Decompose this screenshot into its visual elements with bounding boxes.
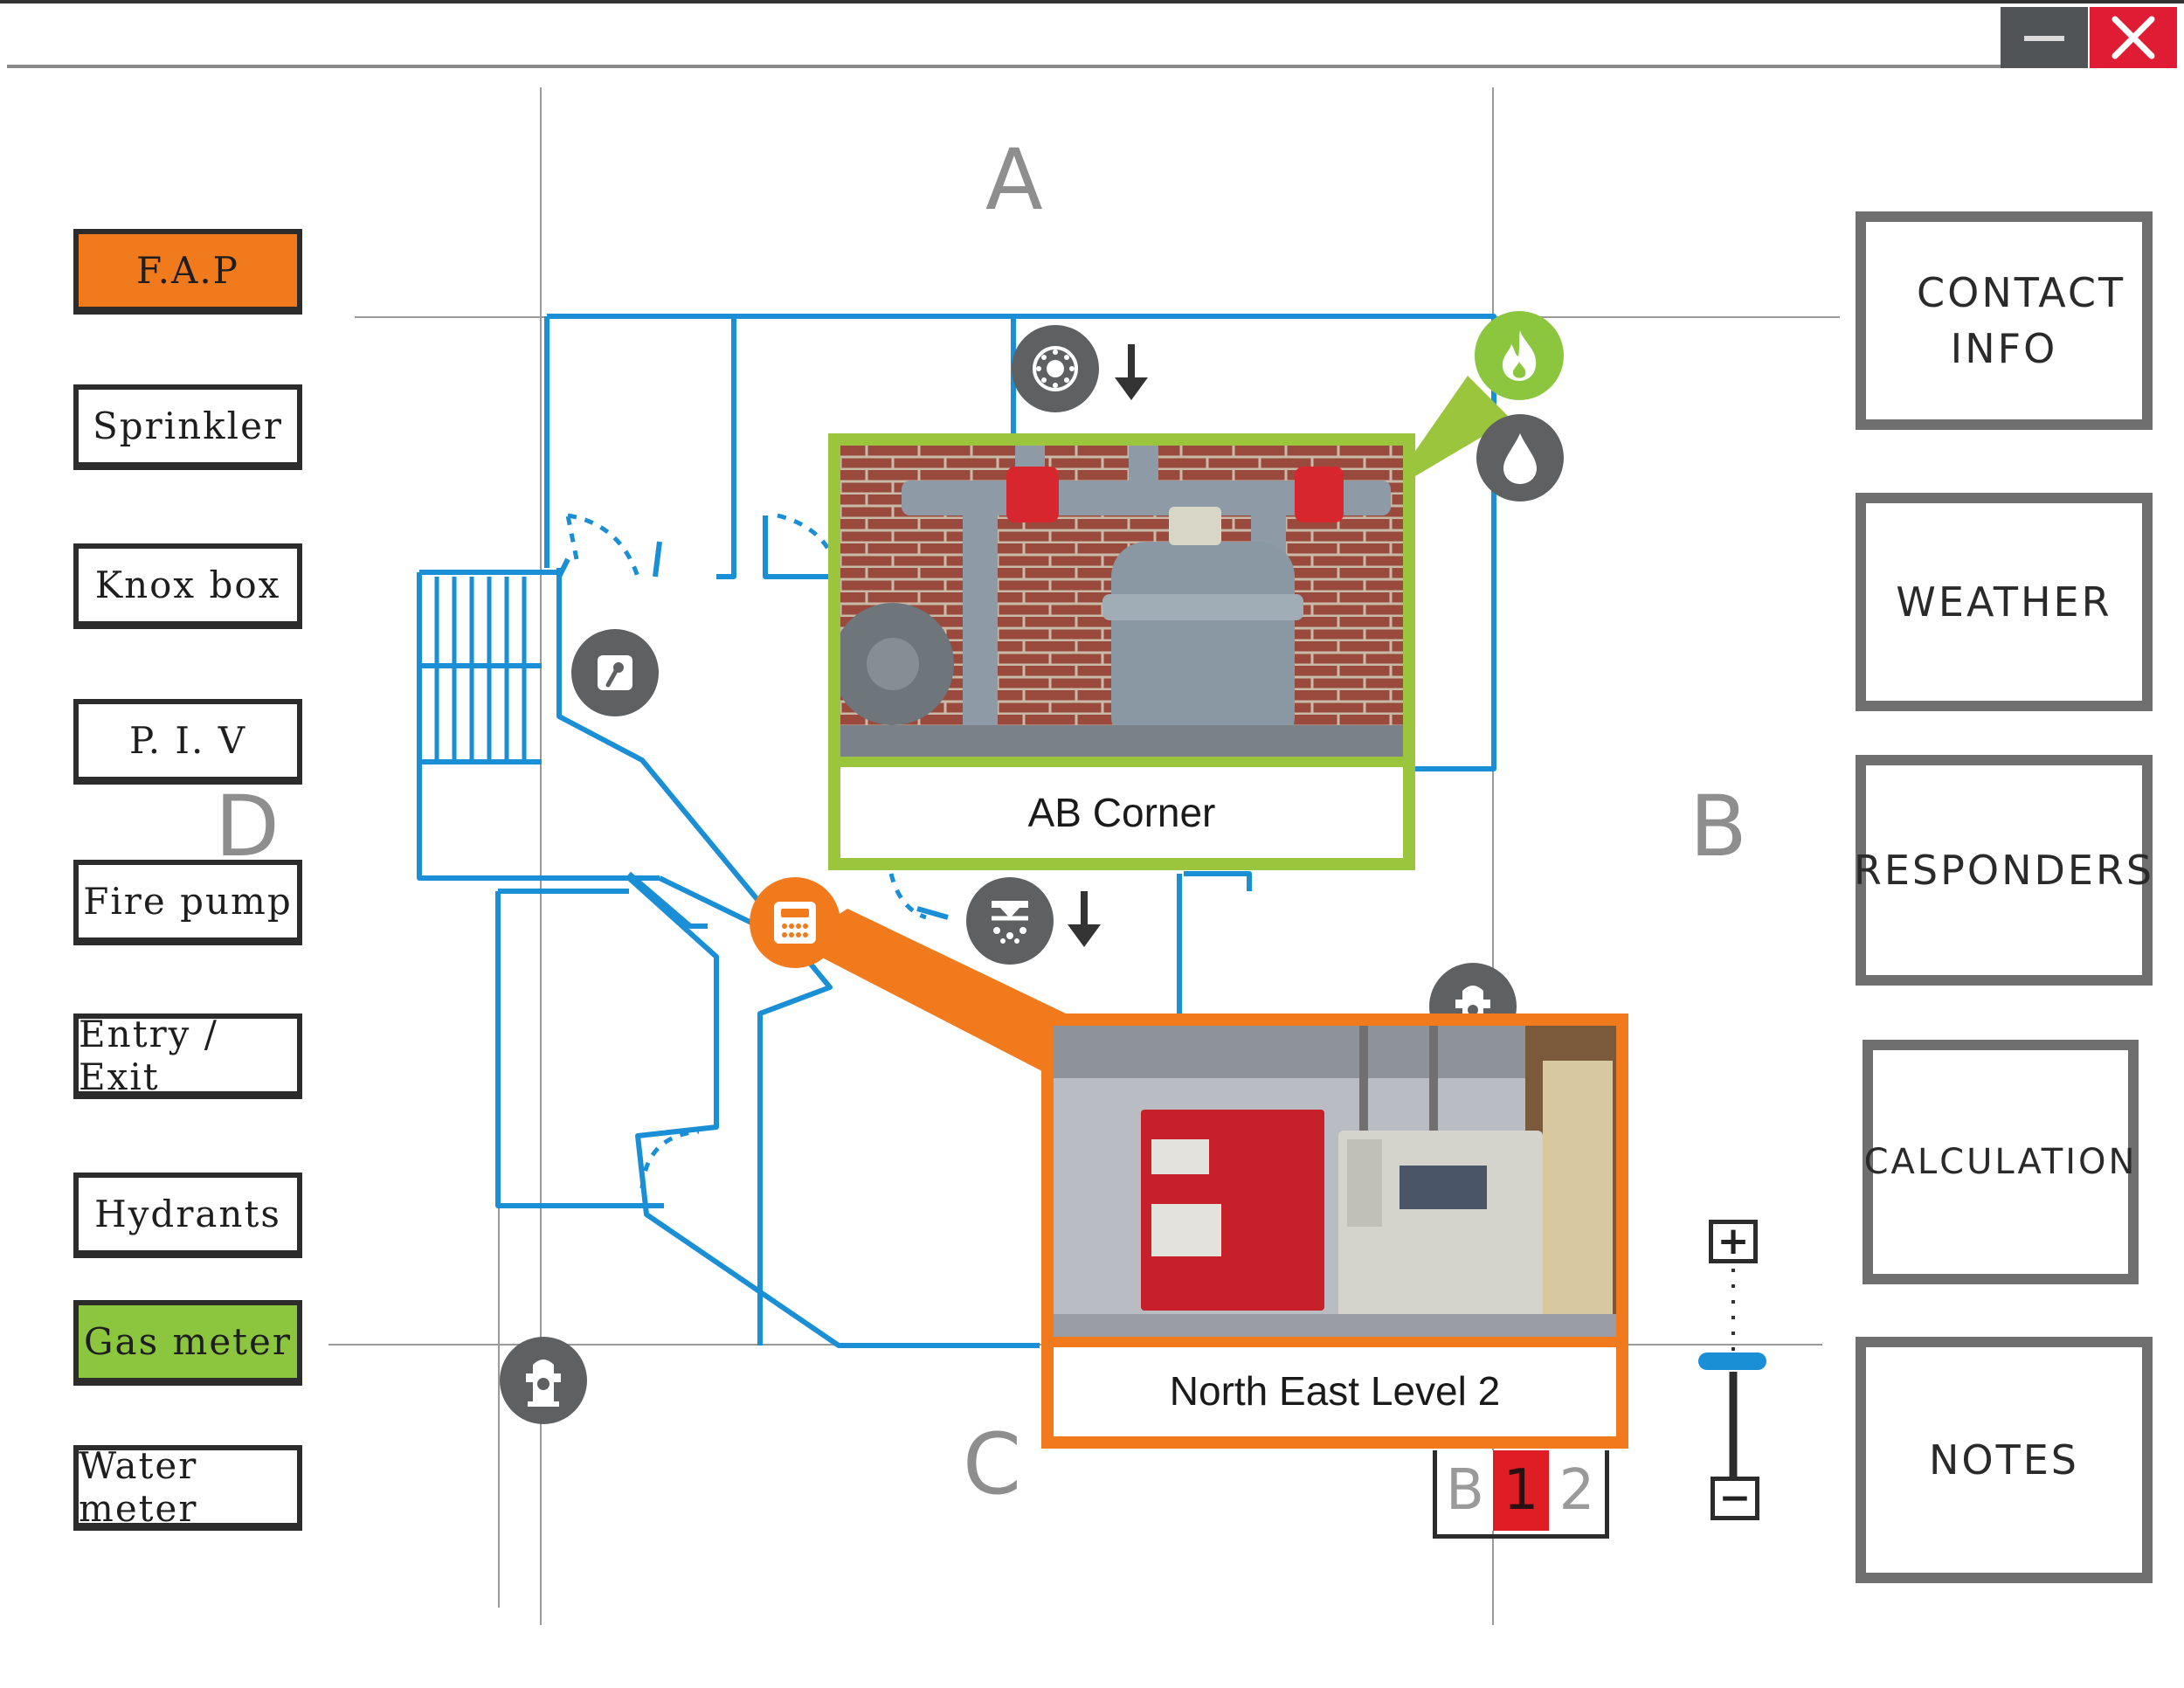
level-basement[interactable]: B — [1437, 1450, 1493, 1531]
side-label-c: C — [963, 1415, 1022, 1513]
fire-pump-button[interactable]: Fire pump — [73, 860, 302, 945]
title-bar-divider — [7, 65, 2069, 68]
gas-meter-photo — [840, 446, 1403, 767]
calculation-button[interactable]: CALCULATION — [1863, 1040, 2139, 1284]
fire-alarm-panel-popup: North East Level 2 — [1041, 1013, 1628, 1449]
sprinkler-spray-marker[interactable] — [966, 877, 1054, 965]
sprinkler-spray-icon — [992, 901, 1028, 944]
notes-label: NOTES — [1929, 1435, 2079, 1484]
entry-exit-button[interactable]: Entry / Exit — [73, 1013, 302, 1099]
gas-meter-button[interactable]: Gas meter — [73, 1300, 302, 1386]
side-label-a: A — [985, 131, 1043, 229]
calculation-label: CALCULATION — [1863, 1142, 2138, 1182]
gas-meter-popup: AB Corner — [828, 433, 1415, 870]
gas-meter-marker[interactable] — [1475, 311, 1564, 400]
close-button[interactable] — [2090, 7, 2177, 68]
minimize-button[interactable] — [2001, 7, 2088, 68]
water-drop-icon — [1503, 433, 1537, 484]
hydrant-icon-2 — [526, 1359, 561, 1407]
grid-line-east — [1492, 87, 1494, 1625]
weather-label: WEATHER — [1896, 578, 2112, 626]
fap-button[interactable]: F.A.P — [73, 229, 302, 315]
side-label-b: B — [1690, 778, 1747, 875]
hydrants-button[interactable]: Hydrants — [73, 1173, 302, 1258]
flame-icon — [1502, 330, 1537, 381]
water-meter-button[interactable]: Water meter — [73, 1444, 302, 1531]
weather-button[interactable]: WEATHER — [1856, 493, 2153, 711]
level-selector: B 1 2 — [1433, 1450, 1609, 1539]
water-drop-marker[interactable] — [1476, 414, 1564, 502]
knox-box-button[interactable]: Knox box — [73, 543, 302, 629]
notes-button[interactable]: NOTES — [1856, 1337, 2153, 1583]
gas-meter-caption: AB Corner — [1027, 790, 1216, 835]
side-label-d: D — [215, 778, 280, 875]
fap-pointer — [795, 909, 1066, 1083]
level-2[interactable]: 2 — [1549, 1450, 1605, 1531]
arrow-down-icon — [1115, 344, 1148, 400]
responders-label: RESPONDERS — [1853, 846, 2155, 894]
fire-alarm-panel-caption: North East Level 2 — [1169, 1368, 1501, 1414]
title-bar — [0, 0, 2184, 70]
grid-line-west — [540, 87, 542, 1625]
gas-meter-illustration — [840, 446, 1403, 757]
fire-alarm-panel-photo — [1054, 1026, 1616, 1347]
contact-info-button[interactable]: CONTACT INFO — [1856, 211, 2153, 430]
gas-meter-pointer — [1398, 376, 1511, 476]
knox-box-marker[interactable] — [571, 629, 659, 716]
alarm-panel-icon — [774, 902, 816, 944]
grid-line-west-lower — [498, 891, 500, 1608]
knox-key-icon — [598, 655, 632, 690]
minimize-icon — [2024, 36, 2064, 41]
zoom-slider[interactable] — [1695, 1263, 1773, 1482]
fire-alarm-panel-marker[interactable] — [750, 877, 840, 968]
responders-button[interactable]: RESPONDERS — [1853, 755, 2155, 986]
level-1[interactable]: 1 — [1493, 1450, 1549, 1531]
close-icon — [2111, 16, 2155, 59]
piv-button[interactable]: P. I. V — [73, 699, 302, 785]
zoom-in-button[interactable]: + — [1709, 1220, 1758, 1263]
sprinkler-head-marker[interactable] — [1012, 325, 1099, 412]
zoom-out-button[interactable]: − — [1711, 1477, 1759, 1520]
arrow-down-icon-2 — [1068, 891, 1101, 947]
contact-info-label: CONTACT INFO — [1917, 268, 2126, 372]
fire-alarm-panel-illustration — [1054, 1026, 1616, 1337]
top-border — [0, 0, 2184, 3]
hydrant-marker-southwest[interactable] — [500, 1337, 587, 1424]
sprinkler-button[interactable]: Sprinkler — [73, 384, 302, 470]
zoom-handle[interactable] — [1698, 1352, 1766, 1370]
sprinkler-head-icon — [1033, 346, 1078, 391]
